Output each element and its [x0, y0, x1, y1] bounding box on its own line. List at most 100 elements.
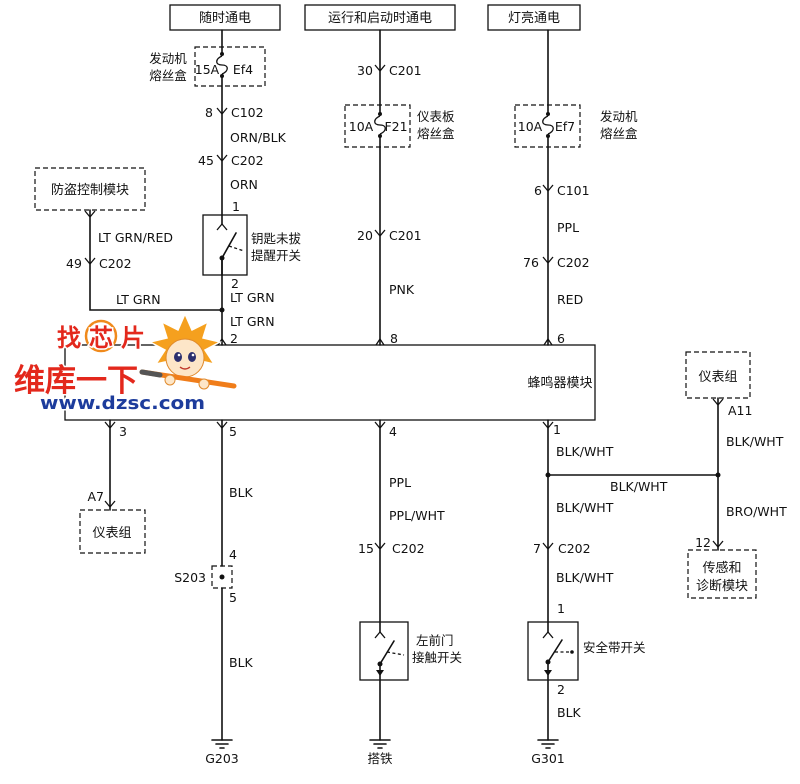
labels-cluster-sensing: 仪表组 A11 BLK/WHT BLK/WHT BRO/WHT 12 传感和 诊…: [610, 370, 787, 594]
module-pin-label: 3: [119, 424, 127, 439]
watermark-line1: 找芯片: [57, 324, 153, 352]
fuse-ef7-icon: [542, 115, 554, 135]
switch-pin-label: 1: [557, 601, 565, 616]
module-pin-label: 5: [229, 424, 237, 439]
switch-pin-label: 1: [232, 199, 240, 214]
labels-lights-circuit: 10A Ef7 发动机 熔丝盒 6 C101 PPL 76 C202 RED 6: [518, 109, 638, 346]
junctions: [219, 307, 721, 580]
wire-color-label: BLK/WHT: [556, 570, 614, 585]
wire-theft-module: [89, 209, 223, 311]
switch-pin-label: 2: [557, 682, 565, 697]
module-pin-icon: [375, 338, 385, 346]
connector-pin12-icon: [712, 540, 724, 548]
splice-label: S203: [174, 570, 206, 585]
connector-c202-icon: [216, 154, 228, 162]
fuse-ef4-icon: [216, 55, 228, 75]
seatbelt-switch-icon: [542, 631, 574, 676]
connector-c102-icon: [216, 107, 228, 115]
key-reminder-switch-icon: [216, 223, 245, 276]
fuse-rating-label: 10A: [349, 119, 374, 134]
wire-color-label: PNK: [389, 282, 415, 297]
connector-c201-icon: [374, 64, 386, 72]
module-pin-label: 2: [230, 331, 238, 346]
connector-c202-icon: [84, 257, 96, 265]
power-label-battery: 随时通电: [199, 11, 251, 26]
fuse-location-label: 熔丝盒: [149, 68, 187, 83]
ground-label: G203: [205, 751, 239, 766]
connector-pin-label: A7: [87, 489, 104, 504]
connector-pin-label: 8: [205, 105, 213, 120]
power-label-lights-on: 灯亮通电: [508, 10, 560, 26]
module-pin-label: 4: [389, 424, 397, 439]
connector-pin-label: 30: [357, 63, 373, 78]
connector-pin-label: 20: [357, 228, 373, 243]
labels-key-reminder-circuit: 发动机 熔丝盒 15A Ef4 8 C102 ORN/BLK 45 C202 O…: [149, 51, 301, 346]
chime-module-label: 蜂鸣器模块: [527, 375, 592, 391]
connector-label: C202: [231, 153, 264, 168]
power-box-run-start: [304, 4, 456, 31]
wire-color-label: BLK/WHT: [726, 434, 784, 449]
fuse-location-label: 熔丝盒: [417, 126, 455, 141]
mascot-icon: [139, 312, 237, 390]
watermark-line2: 维库一下: [14, 363, 138, 399]
connector-pin-label: 49: [66, 256, 82, 271]
cluster-top-label: 仪表组: [698, 370, 737, 385]
labels-run-circuit: 30 C201 10A F21 仪表板 熔丝盒 20 C201 PNK 8: [349, 63, 455, 346]
switch-pivot-icon: [377, 661, 383, 667]
switch-blade-icon: [221, 232, 237, 259]
wire-color-label: BLK/WHT: [556, 444, 614, 459]
door-switch-label: 接触开关: [412, 650, 462, 665]
module-pin-icon: [374, 421, 386, 429]
labels-theft-circuit: 防盗控制模块 LT GRN/RED 49 C202 LT GRN: [51, 182, 173, 307]
fuse-symbols: [216, 52, 554, 138]
module-pin-icon: [542, 421, 554, 429]
sensing-module-label: 诊断模块: [696, 579, 748, 594]
wire-color-label: PPL: [557, 220, 579, 235]
module-pin-icon: [543, 338, 553, 346]
wire-color-label: ORN/BLK: [230, 130, 287, 145]
splice-pin-label: 5: [229, 590, 237, 605]
theft-module-box: [34, 167, 146, 211]
fuse-id-label: Ef4: [233, 62, 253, 77]
watermark-logo: 找芯片 维库一下 www.dzsc.com: [13, 312, 237, 416]
wire-color-label: BLK: [229, 655, 254, 670]
switch-ground-arrow-icon: [544, 670, 552, 676]
fuse-ef4-terminal: [220, 74, 224, 78]
sensing-module-label: 传感和: [702, 560, 741, 576]
wire-color-label: BRO/WHT: [726, 504, 787, 519]
sensing-module-box: [687, 549, 757, 599]
connector-pin-label: A11: [728, 403, 752, 418]
module-pin-icon: [104, 421, 116, 429]
connector-pin-label: 6: [534, 183, 542, 198]
splice-s203-dot: [219, 574, 225, 580]
ground-g203-icon: [211, 739, 233, 749]
seatbelt-switch-box: [527, 621, 579, 681]
connector-label: C102: [231, 105, 264, 120]
fuse-f21-terminal: [378, 134, 382, 138]
door-switch-icon: [374, 631, 405, 676]
power-box-lights-on: [487, 4, 581, 31]
fuse-location-label: 仪表板: [417, 109, 455, 124]
fuse-box-f21: [344, 104, 411, 148]
connector-label: C202: [558, 541, 591, 556]
connector-pin-label: 76: [523, 255, 539, 270]
switch-contact-icon: [216, 223, 228, 231]
fuse-ef7-terminal: [546, 134, 550, 138]
wire-color-label: LT GRN: [116, 292, 161, 307]
seatbelt-switch-label: 安全带开关: [583, 640, 646, 655]
splice-pin-label: 4: [229, 547, 237, 562]
junction-dot: [715, 472, 721, 478]
fuse-ef7-terminal: [546, 112, 550, 116]
fuse-id-label: Ef7: [555, 119, 575, 134]
fuse-location-label: 熔丝盒: [600, 126, 638, 141]
cluster-bottom-label: 仪表组: [92, 526, 131, 541]
switch-actuator-end-icon: [570, 650, 574, 654]
connector-label: C201: [389, 63, 422, 78]
wire-color-label: LT GRN: [230, 290, 275, 305]
connector-a7-icon: [104, 500, 116, 508]
power-box-battery: [169, 4, 281, 31]
wires: [89, 29, 719, 741]
labels-ground-circuit: 5 BLK 4 S203 5 BLK G203: [174, 424, 253, 766]
wire-color-label: LT GRN/RED: [98, 230, 173, 245]
wire-color-label: BLK/WHT: [610, 479, 668, 494]
